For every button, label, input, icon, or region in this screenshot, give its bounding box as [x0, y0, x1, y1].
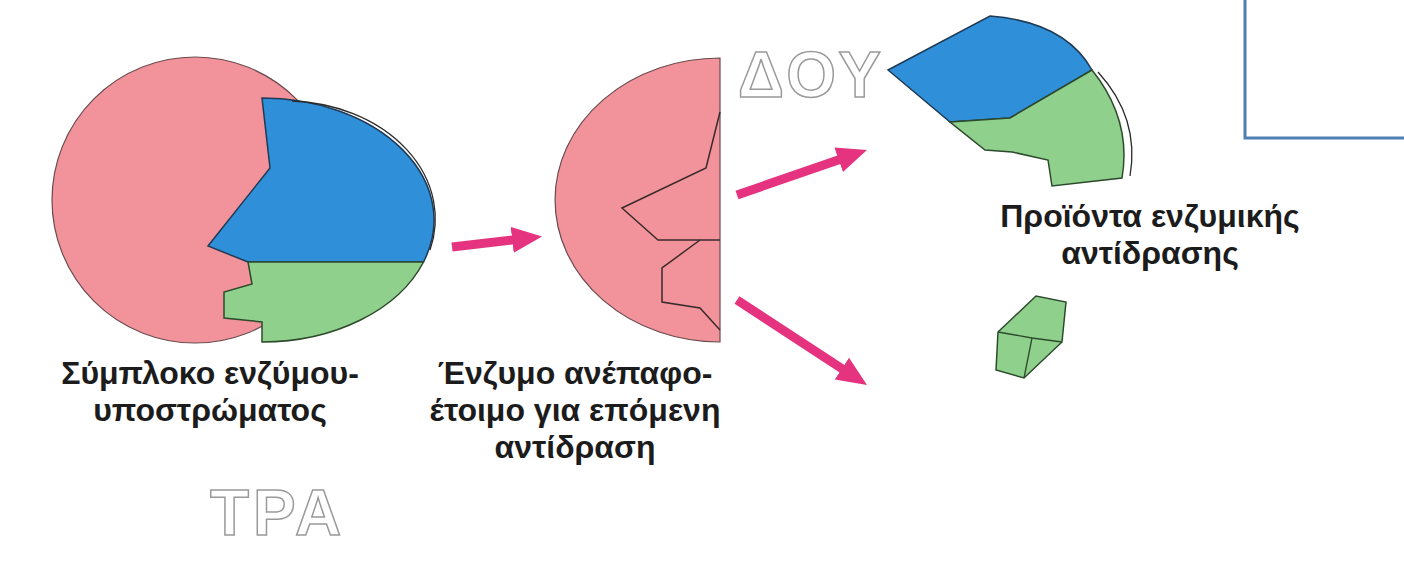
substrate-green [224, 262, 424, 342]
rim-line [292, 101, 435, 250]
enzyme-shape [555, 58, 720, 342]
products-figure [888, 16, 1132, 378]
caption-box: Σύμπλοκο ενζύμου- υποστρώματος [15, 355, 405, 429]
caption-text: Προϊόντα ενζυμικής αντίδρασης [910, 198, 1390, 272]
enzyme-figure [555, 58, 720, 342]
complex-figure [52, 57, 435, 343]
substrate-blue [208, 98, 434, 262]
cropped-box [1245, 0, 1404, 138]
reaction-arrow [737, 157, 846, 195]
reaction-arrow [452, 239, 520, 247]
active-site-line [662, 240, 720, 330]
caption-text: Ένζυμο ανέπαφο- έτοιμο για επόμενη αντίδ… [390, 355, 760, 465]
reaction-arrow [737, 300, 849, 373]
molecule-node: Ένζυμο ανέπαφο- έτοιμο για επόμενη αντίδ… [550, 55, 725, 345]
molecule-node: Σύμπλοκο ενζύμου- υποστρώματος [40, 55, 440, 345]
caption-box: Ένζυμο ανέπαφο- έτοιμο για επόμενη αντίδ… [390, 355, 760, 465]
product-small [996, 296, 1066, 378]
rim-line [1098, 72, 1132, 176]
product-green [950, 70, 1124, 186]
watermark: ΤΡΑ [210, 478, 345, 548]
edge-line [998, 332, 1062, 378]
molecule-node: Προϊόντα ενζυμικής αντίδρασης [875, 8, 1150, 390]
caption-box: Προϊόντα ενζυμικής αντίδρασης [910, 198, 1390, 272]
caption-text: Σύμπλοκο ενζύμου- υποστρώματος [15, 355, 405, 429]
watermark-box: ΤΡΑ [210, 478, 345, 548]
watermark-box: ΔΟΥ [738, 40, 885, 110]
active-site-line [622, 112, 720, 240]
watermark: ΔΟΥ [738, 40, 885, 110]
